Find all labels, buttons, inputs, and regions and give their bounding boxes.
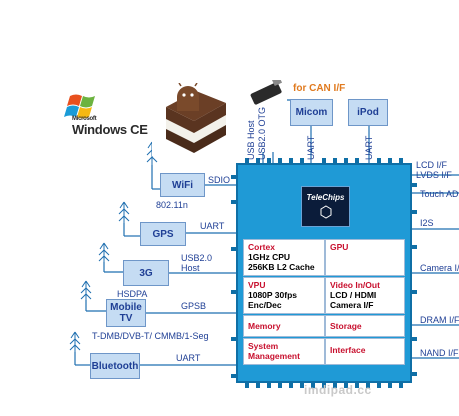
wifi-standard-label: 802.11n (156, 200, 188, 210)
microsoft-label: Microsoft (72, 116, 97, 122)
wifi-bus-label: SDIO (208, 175, 231, 185)
vpu-cell: VPU 1080P 30fps Enc/Dec (243, 277, 325, 314)
bluetooth-bus-label: UART (176, 353, 201, 363)
i2s-label: I2S (420, 218, 434, 228)
gps-module: GPS (140, 222, 186, 246)
telechips-logo: TeleChips (301, 186, 350, 227)
gps-bus-label: UART (200, 221, 225, 231)
interface-cell: Interface (325, 338, 405, 365)
lcd-lvds-interface-label: LCD I/F LVDS I/F (416, 160, 452, 180)
storage-cell: Storage (325, 315, 405, 337)
windows-ce-logo: Microsoft Windows CE (72, 116, 148, 137)
system-management-title: System Management (248, 341, 300, 361)
dram-interface-label: DRAM I/F (420, 315, 459, 325)
3g-standard-label: HSDPA (117, 289, 148, 299)
cortex-title: Cortex (248, 242, 275, 252)
ipod-box: iPod (348, 99, 388, 126)
bluetooth-module: Bluetooth (90, 353, 140, 379)
windows-flag-icon (64, 94, 95, 119)
system-management-cell: System Management (243, 338, 325, 365)
nand-interface-label: NAND I/F (420, 348, 459, 358)
camera-interface-label: Camera I/F (420, 263, 459, 273)
wifi-module: WiFi (160, 173, 205, 197)
micom-uart-label: UART (306, 135, 316, 160)
vpu-detail: 1080P 30fps Enc/Dec (248, 290, 297, 310)
windows-ce-label: Windows CE (72, 122, 148, 137)
interface-title: Interface (330, 345, 366, 355)
watermark-text: imdipad.cc (304, 383, 372, 397)
usb-otg-label: USB2.0 OTG (257, 106, 267, 160)
usb-host-label: USB Host (246, 120, 256, 160)
cortex-detail: 1GHz CPU 256KB L2 Cache (248, 252, 315, 272)
video-io-cell: Video In/Out LCD / HDMI Camera I/F (325, 277, 405, 314)
android-ice-cream-sandwich-icon (152, 83, 235, 156)
3g-bus-label: USB2.0 Host (181, 253, 213, 273)
video-io-detail: LCD / HDMI Camera I/F (330, 290, 377, 310)
mobile-tv-standard-label: T-DMB/DVB-T/ CMMB/1-Seg (92, 331, 209, 341)
memory-cell: Memory (243, 315, 325, 337)
3g-module: 3G (123, 260, 169, 286)
touch-adc-label: Touch ADC (420, 189, 459, 199)
micom-box: Micom (290, 99, 333, 126)
can-interface-label: for CAN I/F (293, 83, 346, 94)
memory-title: Memory (248, 321, 281, 331)
gpu-cell: GPU (325, 239, 405, 276)
storage-title: Storage (330, 321, 362, 331)
telechips-logo-text: TeleChips (306, 193, 345, 202)
cortex-cell: Cortex 1GHz CPU 256KB L2 Cache (243, 239, 325, 276)
mobile-tv-module: Mobile TV (106, 299, 146, 327)
video-io-title: Video In/Out (330, 280, 380, 290)
vpu-title: VPU (248, 280, 266, 290)
usb-dongle-icon (250, 80, 283, 105)
mobile-tv-bus-label: GPSB (181, 301, 207, 311)
gpu-title: GPU (330, 242, 349, 252)
ipod-uart-label: UART (364, 135, 374, 160)
chip-emblem-icon (320, 205, 331, 219)
